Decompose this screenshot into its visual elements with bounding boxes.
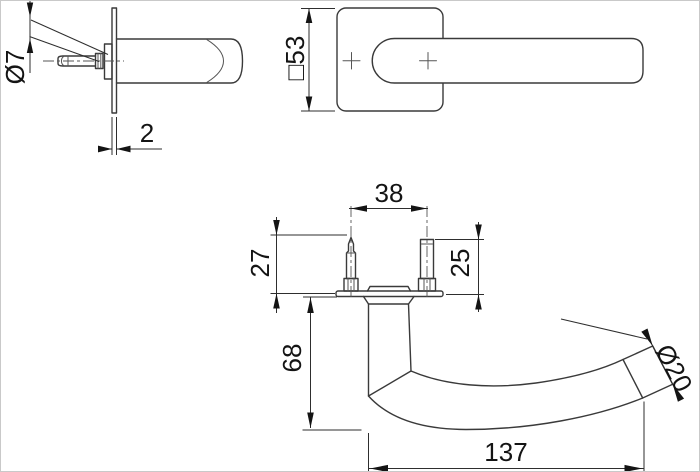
lever-transition-line (367, 370, 412, 397)
handle-neck-side (115, 38, 244, 84)
dim-27-label: 27 (245, 249, 275, 278)
dim-spindle-diameter-arrow-bottom (26, 38, 34, 53)
dim-spindle-diameter-ext-top (30, 19, 109, 55)
lever-top-view (371, 37, 644, 84)
dim-25-arrow-bottom (475, 294, 482, 310)
screw-cross-left (342, 52, 361, 70)
dim-68-arrow-top (307, 297, 314, 313)
rosette-edge-front (335, 290, 444, 298)
lever-front-view (367, 303, 674, 431)
dim-137-label: 137 (484, 437, 527, 467)
front-view: 38 27 25 68 137 Ø20 (245, 178, 699, 471)
dim-square-arrow-top (305, 8, 313, 23)
dim-20-arrow-top (641, 328, 653, 346)
dim-spacing-label: 38 (375, 178, 404, 208)
dim-spacing-arrow-left (351, 205, 367, 212)
dim-square-arrow-bottom (305, 96, 313, 111)
dim-spindle-diameter-ext-bottom (29, 36, 100, 62)
hub-flare-right (407, 295, 415, 305)
dim-spacing-arrow-right (411, 205, 427, 212)
dim-25-arrow-top (475, 224, 482, 240)
neck-seam-arc (206, 39, 225, 83)
side-view: Ø7 2 (1, 1, 244, 155)
dim-137-arrow-right (624, 464, 643, 471)
dim-20-arrow-bottom (672, 384, 685, 402)
mount-base (103, 43, 113, 80)
dim-spindle-diameter-arrow-top (26, 2, 34, 17)
top-view: □53 (280, 7, 644, 112)
hub-flare-left (362, 295, 370, 305)
screw-left (343, 236, 359, 292)
dim-spindle-diameter-label: Ø7 (1, 50, 30, 85)
dim-27-arrow-bottom (273, 293, 280, 309)
dim-68-label: 68 (277, 344, 307, 373)
dim-27-arrow-top (273, 220, 280, 235)
spindle-boss (366, 285, 412, 292)
spindle-tip-detail (60, 55, 65, 67)
dim-137-arrow-left (370, 464, 388, 471)
dim-square-label: □53 (280, 36, 310, 81)
dim-20-ext-line (560, 318, 648, 340)
lever-endcap-line (622, 358, 644, 399)
dim-thickness-arrow-right (116, 145, 131, 153)
dim-68-arrow-bottom (307, 412, 314, 428)
dim-25-label: 25 (445, 249, 475, 278)
dim-thickness-label: 2 (140, 118, 154, 148)
dim-thickness-arrow-left (98, 145, 112, 153)
screw-cross-right (419, 52, 437, 70)
